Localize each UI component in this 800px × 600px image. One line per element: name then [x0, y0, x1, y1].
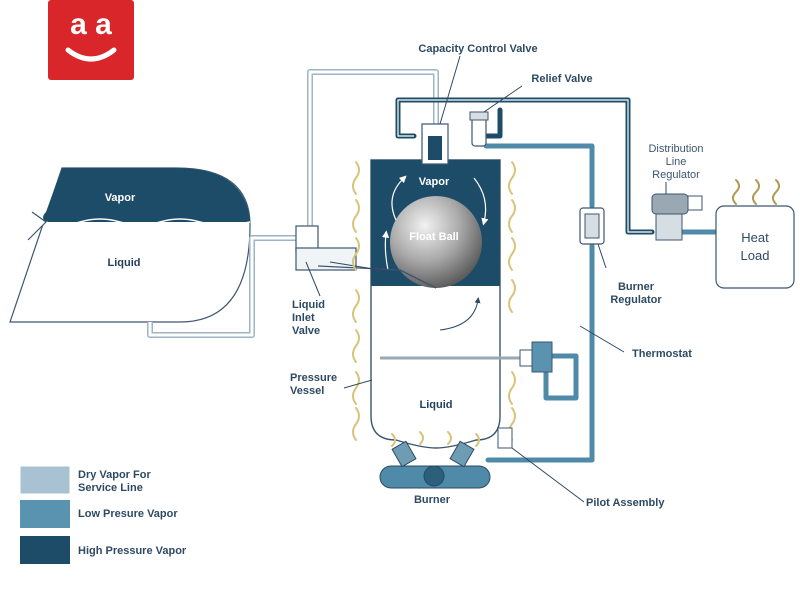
- relief-valve: [469, 111, 489, 147]
- liquid-inlet-valve: [295, 225, 437, 289]
- label-burner: Burner: [414, 494, 451, 506]
- logo-badge: [48, 0, 134, 80]
- heat-load-line2: Load: [741, 248, 770, 263]
- low-pressure-line: [483, 143, 723, 463]
- high-pressure-line: [395, 97, 655, 235]
- thermostat-body: [531, 341, 553, 373]
- heat-load-line1: Heat: [741, 230, 769, 245]
- pressure-vessel: Float Ball Vapor Liquid: [370, 159, 553, 449]
- legend: Dry Vapor For Service Line Low Presure V…: [19, 465, 187, 564]
- tank-liquid-label: Liquid: [108, 257, 141, 269]
- distribution-regulator: [651, 193, 703, 241]
- heating-flames: [352, 161, 516, 447]
- burner-regulator: [579, 207, 605, 245]
- label-liquid-inlet-valve-line2: Inlet: [292, 312, 315, 324]
- legend-label-high-pressure: High Pressure Vapor: [78, 545, 187, 557]
- label-pilot-assembly: Pilot Assembly: [586, 497, 665, 509]
- legend-label-dry-vapor-line1: Dry Vapor For: [78, 469, 151, 481]
- label-thermostat: Thermostat: [632, 348, 692, 360]
- storage-tank: Vapor Liquid: [9, 167, 251, 323]
- heat-load: Heat Load: [715, 179, 795, 289]
- float-ball-label: Float Ball: [409, 231, 459, 243]
- label-distribution-line3: Regulator: [652, 169, 700, 181]
- legend-label-low-pressure: Low Presure Vapor: [78, 508, 178, 520]
- pilot-assembly: [497, 427, 513, 449]
- brand-logo: a a: [48, 0, 134, 80]
- legend-label-dry-vapor-line2: Service Line: [78, 482, 143, 494]
- legend-swatch-dry-vapor: [19, 465, 71, 495]
- tank-vapor-label: Vapor: [105, 192, 136, 204]
- leader-lines: [305, 55, 667, 503]
- label-burner-regulator-line1: Burner: [618, 281, 655, 293]
- label-pressure-vessel-line1: Pressure: [290, 372, 337, 384]
- label-liquid-inlet-valve-line1: Liquid: [292, 299, 325, 311]
- legend-swatch-high-pressure: [20, 536, 70, 564]
- label-burner-regulator-line2: Regulator: [610, 294, 662, 306]
- label-relief-valve: Relief Valve: [531, 73, 592, 85]
- vessel-liquid-label: Liquid: [420, 399, 453, 411]
- label-liquid-inlet-valve-line3: Valve: [292, 325, 320, 337]
- label-distribution-line2: Line: [666, 156, 687, 168]
- burner-assembly: [379, 427, 513, 489]
- tank-break-mark: [27, 211, 47, 241]
- label-distribution-line1: Distribution: [648, 143, 703, 155]
- capacity-control-valve: [421, 123, 449, 165]
- legend-swatch-low-pressure: [20, 500, 70, 528]
- float-ball: [390, 196, 482, 288]
- vessel-vapor-label: Vapor: [419, 176, 450, 188]
- label-pressure-vessel-line2: Vessel: [290, 385, 324, 397]
- label-capacity-control-valve: Capacity Control Valve: [418, 43, 537, 55]
- tank-vapor-region: [43, 168, 250, 222]
- logo-smile-icon: [65, 47, 117, 62]
- logo-text: a a: [70, 8, 112, 41]
